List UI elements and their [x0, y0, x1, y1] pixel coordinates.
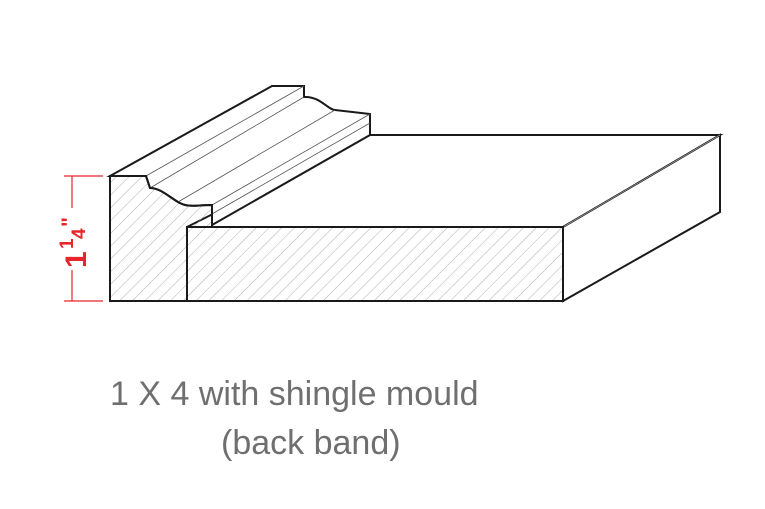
caption-title: 1 X 4 with shingle mould	[110, 375, 479, 413]
mould-edge-line	[211, 113, 371, 206]
dimension-whole: 1	[60, 251, 93, 268]
board-end-grain-line	[562, 134, 721, 228]
thickness-dimension: 1 1 4 "	[57, 175, 103, 302]
board-cross-section	[186, 226, 564, 302]
mould-edge-line	[149, 96, 305, 189]
mould-edge-line	[177, 109, 336, 203]
dimension-numerator: 1	[57, 238, 78, 249]
mould-edge-line	[145, 85, 305, 177]
mould-edge-line	[211, 122, 371, 215]
caption-subtitle: (back band)	[221, 424, 401, 462]
moulding-profile-diagram: 1 1 4 "	[57, 85, 724, 303]
dimension-unit: "	[58, 217, 81, 227]
dimension-denominator: 4	[69, 228, 90, 239]
